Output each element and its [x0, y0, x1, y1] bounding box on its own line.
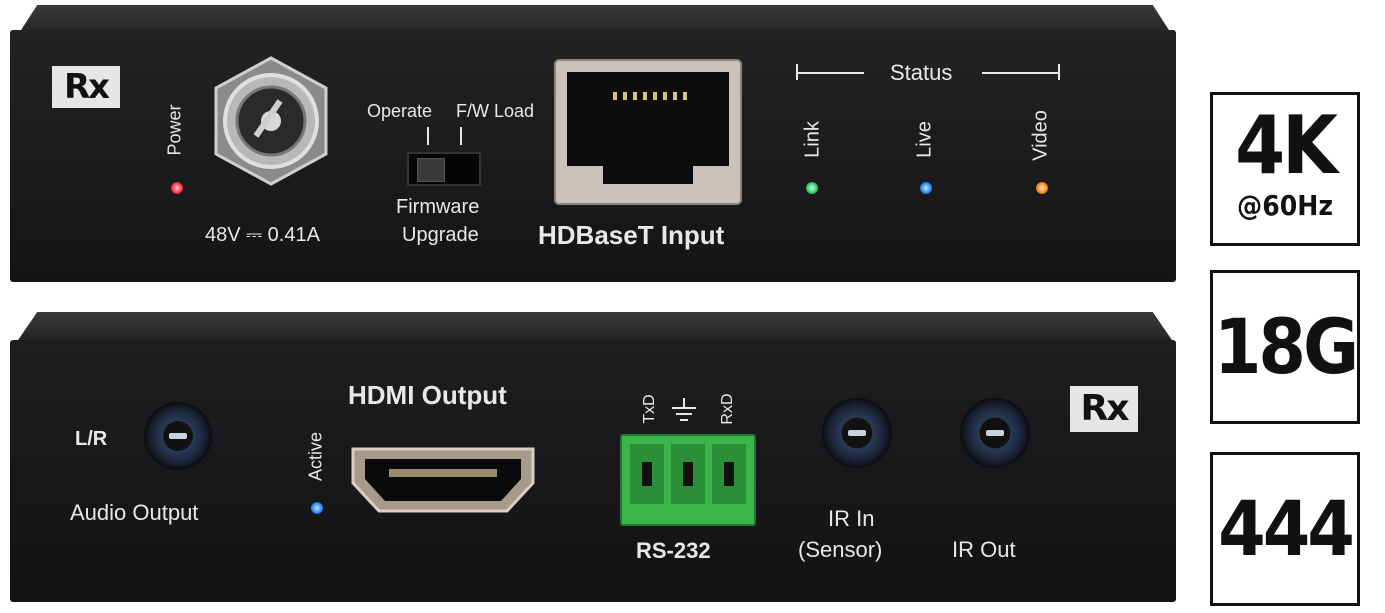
firmware-caption-1: Firmware — [396, 196, 480, 218]
firmware-caption-2: Upgrade — [402, 224, 479, 246]
hdbaset-label: HDBaseT Input — [538, 220, 725, 250]
status-tick-left — [796, 64, 798, 80]
active-led — [311, 502, 323, 514]
active-label: Active — [305, 431, 326, 482]
rs232-label: RS-232 — [636, 538, 711, 563]
link-led — [806, 182, 818, 194]
switch-fw-load-label: F/W Load — [456, 101, 535, 121]
link-label: Link — [801, 121, 824, 158]
rs232-terminal-block[interactable] — [620, 434, 756, 526]
power-connector[interactable] — [208, 56, 334, 186]
power-label: Power — [164, 104, 185, 156]
audio-output-label: Audio Output — [70, 500, 199, 525]
hdmi-port-icon — [351, 447, 535, 513]
ir-in-jack[interactable] — [822, 398, 892, 468]
video-label: Video — [1029, 110, 1052, 161]
live-label: Live — [913, 121, 936, 158]
front-rx-logo: Rx — [52, 66, 120, 108]
rear-panel — [10, 340, 1176, 602]
power-spec-label: 48V ⎓ 0.41A — [205, 224, 320, 246]
hdmi-output-label: HDMI Output — [348, 380, 507, 410]
switch-tick-right — [460, 127, 462, 145]
audio-lr-label: L/R — [75, 428, 108, 450]
ir-in-label-2: (Sensor) — [798, 537, 883, 562]
live-led — [920, 182, 932, 194]
ground-icon — [672, 398, 696, 421]
firmware-switch-slider[interactable] — [417, 158, 445, 182]
switch-tick-left — [427, 127, 429, 145]
ir-in-label-1: IR In — [828, 506, 875, 531]
status-line-right — [982, 72, 1060, 74]
badge-4k-main: 4K — [1235, 99, 1338, 192]
ir-out-jack[interactable] — [960, 398, 1030, 468]
status-tick-right — [1058, 64, 1060, 80]
txd-label: TxD — [641, 394, 658, 424]
hdmi-output-port[interactable] — [349, 443, 537, 515]
status-line-left — [796, 72, 864, 74]
power-led — [171, 182, 183, 194]
firmware-switch[interactable] — [407, 152, 481, 186]
badge-18g-main: 18G — [1213, 302, 1359, 391]
ir-out-label: IR Out — [952, 537, 1016, 562]
video-led — [1036, 182, 1048, 194]
badge-4k60: 4K @60Hz — [1210, 92, 1360, 246]
audio-output-jack[interactable] — [144, 402, 212, 470]
rxd-label: RxD — [719, 393, 736, 425]
badge-444-main: 444 — [1218, 484, 1355, 573]
badge-444: 444 — [1210, 452, 1360, 606]
switch-operate-label: Operate — [367, 101, 433, 121]
rear-rx-logo: Rx — [1070, 386, 1138, 432]
terminal-screws-icon — [630, 444, 746, 504]
rj45-port-icon — [554, 59, 742, 205]
badge-4k-sub: @60Hz — [1237, 189, 1333, 222]
hdbaset-port[interactable] — [553, 58, 743, 206]
status-title: Status — [890, 60, 953, 85]
power-connector-icon — [214, 56, 328, 186]
badge-18g: 18G — [1210, 270, 1360, 424]
